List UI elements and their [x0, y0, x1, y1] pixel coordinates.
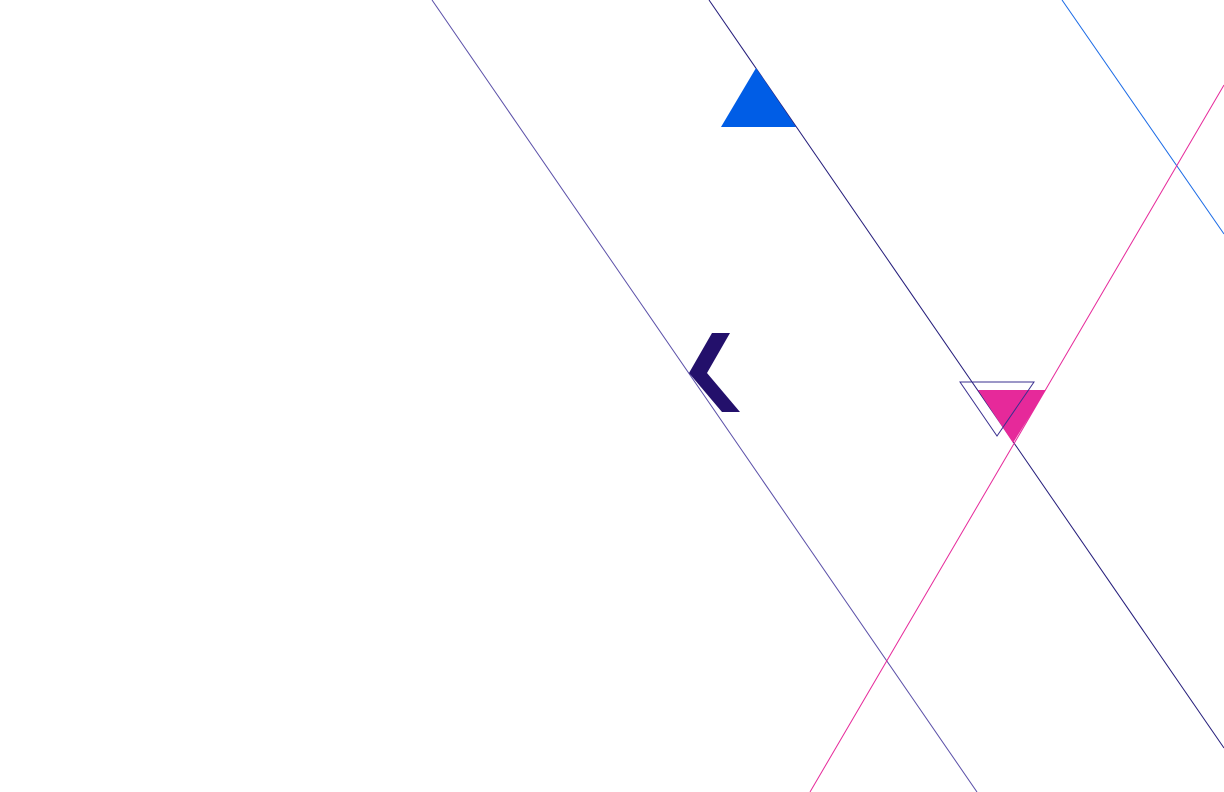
diagonal-line-navy: [708, 0, 1224, 749]
triangle-outline-shape: [959, 381, 1035, 437]
chevron-left-shape: [689, 333, 740, 412]
diagonal-line-pink: [809, 84, 1224, 792]
triangle-down-shape: [978, 390, 1046, 443]
diagonal-line-purple: [431, 0, 978, 792]
triangle-up-shape: [721, 68, 796, 127]
diagonal-line-blue: [1061, 0, 1224, 235]
